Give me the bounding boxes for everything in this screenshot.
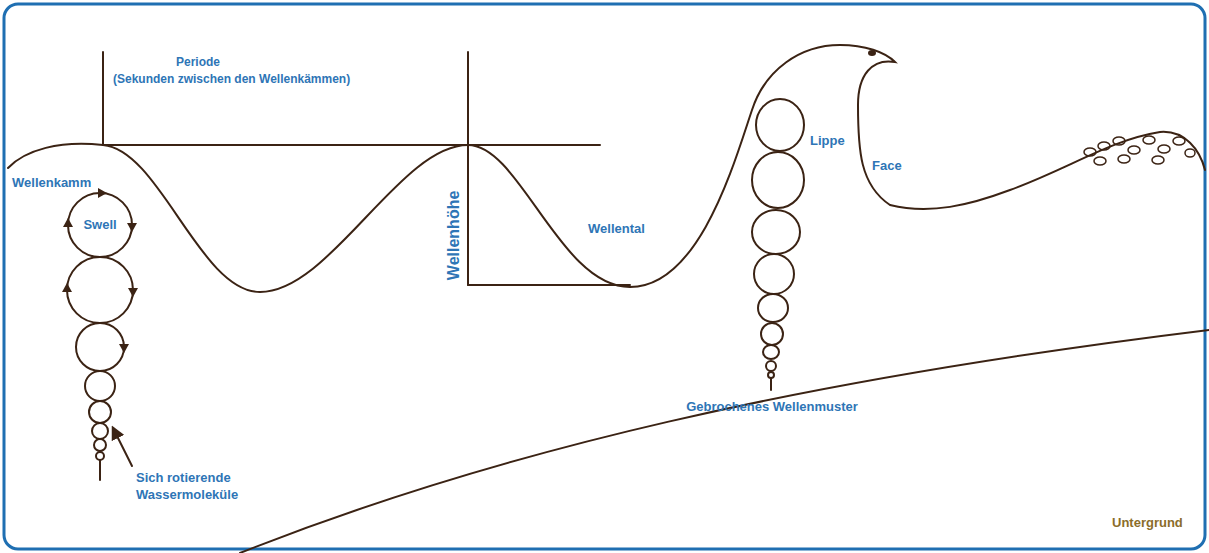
orbit-arrowheads: [62, 188, 138, 353]
part-label: (Sekunden zwischen den Wellenkämmen): [113, 72, 350, 88]
whitewater: [1084, 136, 1195, 165]
part-label: Untergrund: [1112, 515, 1183, 532]
leader-arrow: [113, 428, 132, 466]
period-marker: [103, 144, 600, 146]
wave-profile: [8, 45, 1205, 292]
part-label: Gebrochenes Wellenmuster: [686, 399, 858, 416]
broken-wave-spiral: [752, 99, 804, 390]
sea-floor: [240, 330, 1209, 553]
period-marker: [102, 52, 104, 145]
part-label: Wellenkamm: [12, 175, 91, 192]
part-label: Wellental: [588, 221, 645, 238]
part-label: Swell: [83, 217, 116, 234]
part-label: Face: [872, 158, 902, 175]
orbit-circles: [67, 193, 133, 480]
height-marker: [467, 52, 469, 285]
part-label: Sich rotierende Wassermoleküle: [136, 470, 254, 504]
lip-spray: [868, 50, 876, 56]
frame: [4, 4, 1205, 549]
height-marker: [468, 284, 630, 286]
part-label: Lippe: [810, 133, 845, 150]
part-label: Periode: [176, 55, 220, 71]
part-label: Wellenhöhe: [445, 190, 466, 280]
